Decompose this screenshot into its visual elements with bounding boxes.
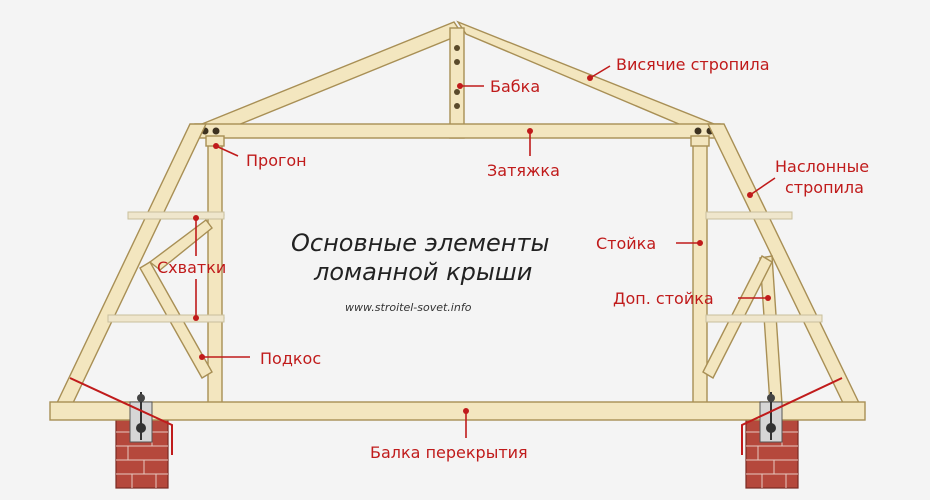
right-anchor: [759, 392, 783, 443]
left-brace-upper: [127, 211, 225, 220]
label-post: Стойка: [596, 234, 656, 253]
label-braces: Схватки: [157, 258, 226, 277]
website-credit: www.stroitel-sovet.info: [345, 301, 472, 314]
right-post: [692, 137, 708, 405]
label-floor-beam: Балка перекрытия: [370, 443, 528, 462]
label-layered-rafters-line2: стропила: [785, 178, 864, 197]
right-brace-lower: [705, 314, 823, 323]
tie-beam: [194, 123, 721, 139]
left-anchor: [129, 392, 153, 443]
diagram-title-line1: Основные элементы: [291, 229, 549, 257]
label-king-post: Бабка: [490, 77, 540, 96]
label-extra-post: Доп. стойка: [613, 289, 714, 308]
label-tie-beam: Затяжка: [487, 161, 560, 180]
eave-flashing: [69, 377, 843, 455]
leader-lines: [193, 65, 776, 438]
king-post-bolts: [454, 45, 460, 109]
king-post: [449, 27, 465, 139]
left-brace-lower: [107, 314, 225, 323]
label-purlin: Прогон: [246, 151, 307, 170]
label-strut: Подкос: [260, 349, 321, 368]
left-hanging-rafter: [190, 21, 464, 139]
floor-beam: [49, 401, 866, 421]
diagram-title-line2: ломанной крыши: [313, 258, 532, 286]
label-hanging-rafters: Висячие стропила: [616, 55, 770, 74]
right-purlin-block: [690, 135, 710, 147]
right-brace-upper: [705, 211, 793, 220]
label-layered-rafters-line1: Наслонные: [775, 157, 869, 176]
